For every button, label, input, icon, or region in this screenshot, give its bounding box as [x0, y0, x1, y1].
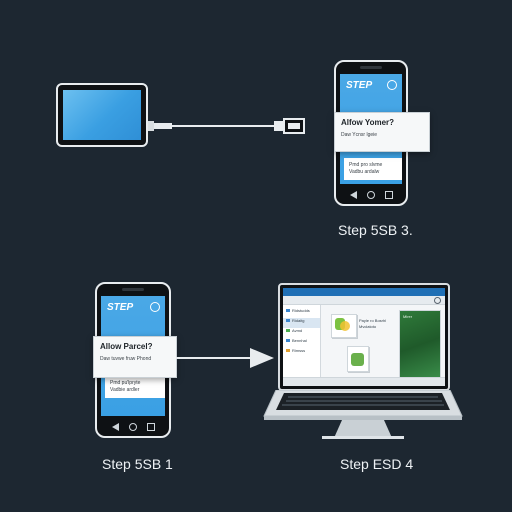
photo-label: Mlrer: [403, 314, 413, 319]
folder-icon: [286, 329, 290, 332]
laptop-keyboard: [263, 390, 463, 439]
step-label-4: Step ESD 4: [340, 456, 414, 472]
phone-navbar: [336, 191, 406, 199]
screen-title: STEP: [107, 302, 134, 313]
window-sidebar: Ridstudds Ridaitg Avmd Bennhal Rimsss: [283, 305, 321, 378]
menu-icon: [387, 80, 397, 90]
step-label-1: Step 5SB 1: [102, 456, 173, 472]
step-label-3: Step 5SB 3.: [338, 222, 413, 238]
sidebar-item[interactable]: Ridaitg: [283, 318, 320, 328]
file-thumbnail[interactable]: [347, 346, 369, 372]
sidebar-item-label: Ridaitg: [292, 318, 305, 323]
speaker: [122, 288, 144, 291]
taskbar: [283, 377, 445, 386]
subcard-line: Vadbie ardler: [110, 387, 140, 393]
back-icon[interactable]: [111, 423, 119, 431]
sidebar-item-label: Bennhal: [292, 338, 307, 343]
recents-icon[interactable]: [146, 423, 155, 431]
search-icon[interactable]: [434, 297, 441, 304]
screen-title: STEP: [346, 80, 373, 91]
menu-icon: [150, 302, 160, 312]
dialog-title: Allow Parcel?: [100, 342, 153, 351]
home-icon[interactable]: [366, 191, 375, 199]
subcard-line: Pmd pro slvme: [349, 162, 383, 168]
file-caption: Payle ro Bosrhl Mvclatoto: [359, 318, 387, 329]
laptop-screen: Ridstudds Ridaitg Avmd Bennhal Rimsss Pa…: [283, 288, 445, 386]
dialog-text: Daw tuvwe fruw Phond: [100, 356, 152, 362]
permission-dialog: Allow Parcel? Daw tuvwe fruw Phond: [93, 336, 177, 378]
sidebar-item[interactable]: Bennhal: [283, 338, 320, 348]
sidebar-item-label: Rimsss: [292, 348, 306, 353]
permission-dialog: Alfow Yomer? Daw Ycnsr lgeie: [334, 112, 430, 152]
window-titlebar: [283, 288, 445, 296]
window-toolbar: [283, 296, 445, 305]
phone-navbar: [97, 423, 169, 431]
laptop-device: Ridstudds Ridaitg Avmd Bennhal Rimsss Pa…: [278, 283, 450, 391]
subcard: Pmd pro slvme Vadbu ardalw: [344, 158, 402, 180]
sidebar-item[interactable]: Ridstudds: [283, 308, 320, 318]
dialog-title: Alfow Yomer?: [341, 118, 395, 127]
back-icon[interactable]: [349, 191, 357, 199]
folder-icon: [286, 309, 290, 312]
subcard-line: Vadbu ardalw: [349, 169, 380, 175]
subcard: Pmd pu'lpryte Vadbie ardler: [105, 376, 165, 398]
usb-cable-icon: [148, 118, 305, 134]
folder-icon: [286, 319, 290, 322]
speaker: [360, 66, 382, 69]
home-icon[interactable]: [128, 423, 137, 431]
sidebar-item-label: Avmd: [292, 328, 303, 333]
sidebar-item[interactable]: Avmd: [283, 328, 320, 338]
sidebar-item[interactable]: Rimsss: [283, 348, 320, 358]
photo-preview[interactable]: Mlrer: [399, 310, 441, 380]
tablet-screen: [63, 90, 141, 140]
recents-icon[interactable]: [384, 191, 393, 199]
folder-icon: [286, 339, 290, 342]
file-thumbnail[interactable]: [331, 314, 357, 338]
tablet-device: [56, 83, 148, 147]
folder-icon: [286, 349, 290, 352]
dialog-text: Daw Ycnsr lgeie: [341, 132, 378, 138]
sidebar-item-label: Ridstudds: [292, 308, 310, 313]
subcard-line: Pmd pu'lpryte: [110, 380, 141, 386]
arrow-right-icon: [176, 348, 274, 368]
